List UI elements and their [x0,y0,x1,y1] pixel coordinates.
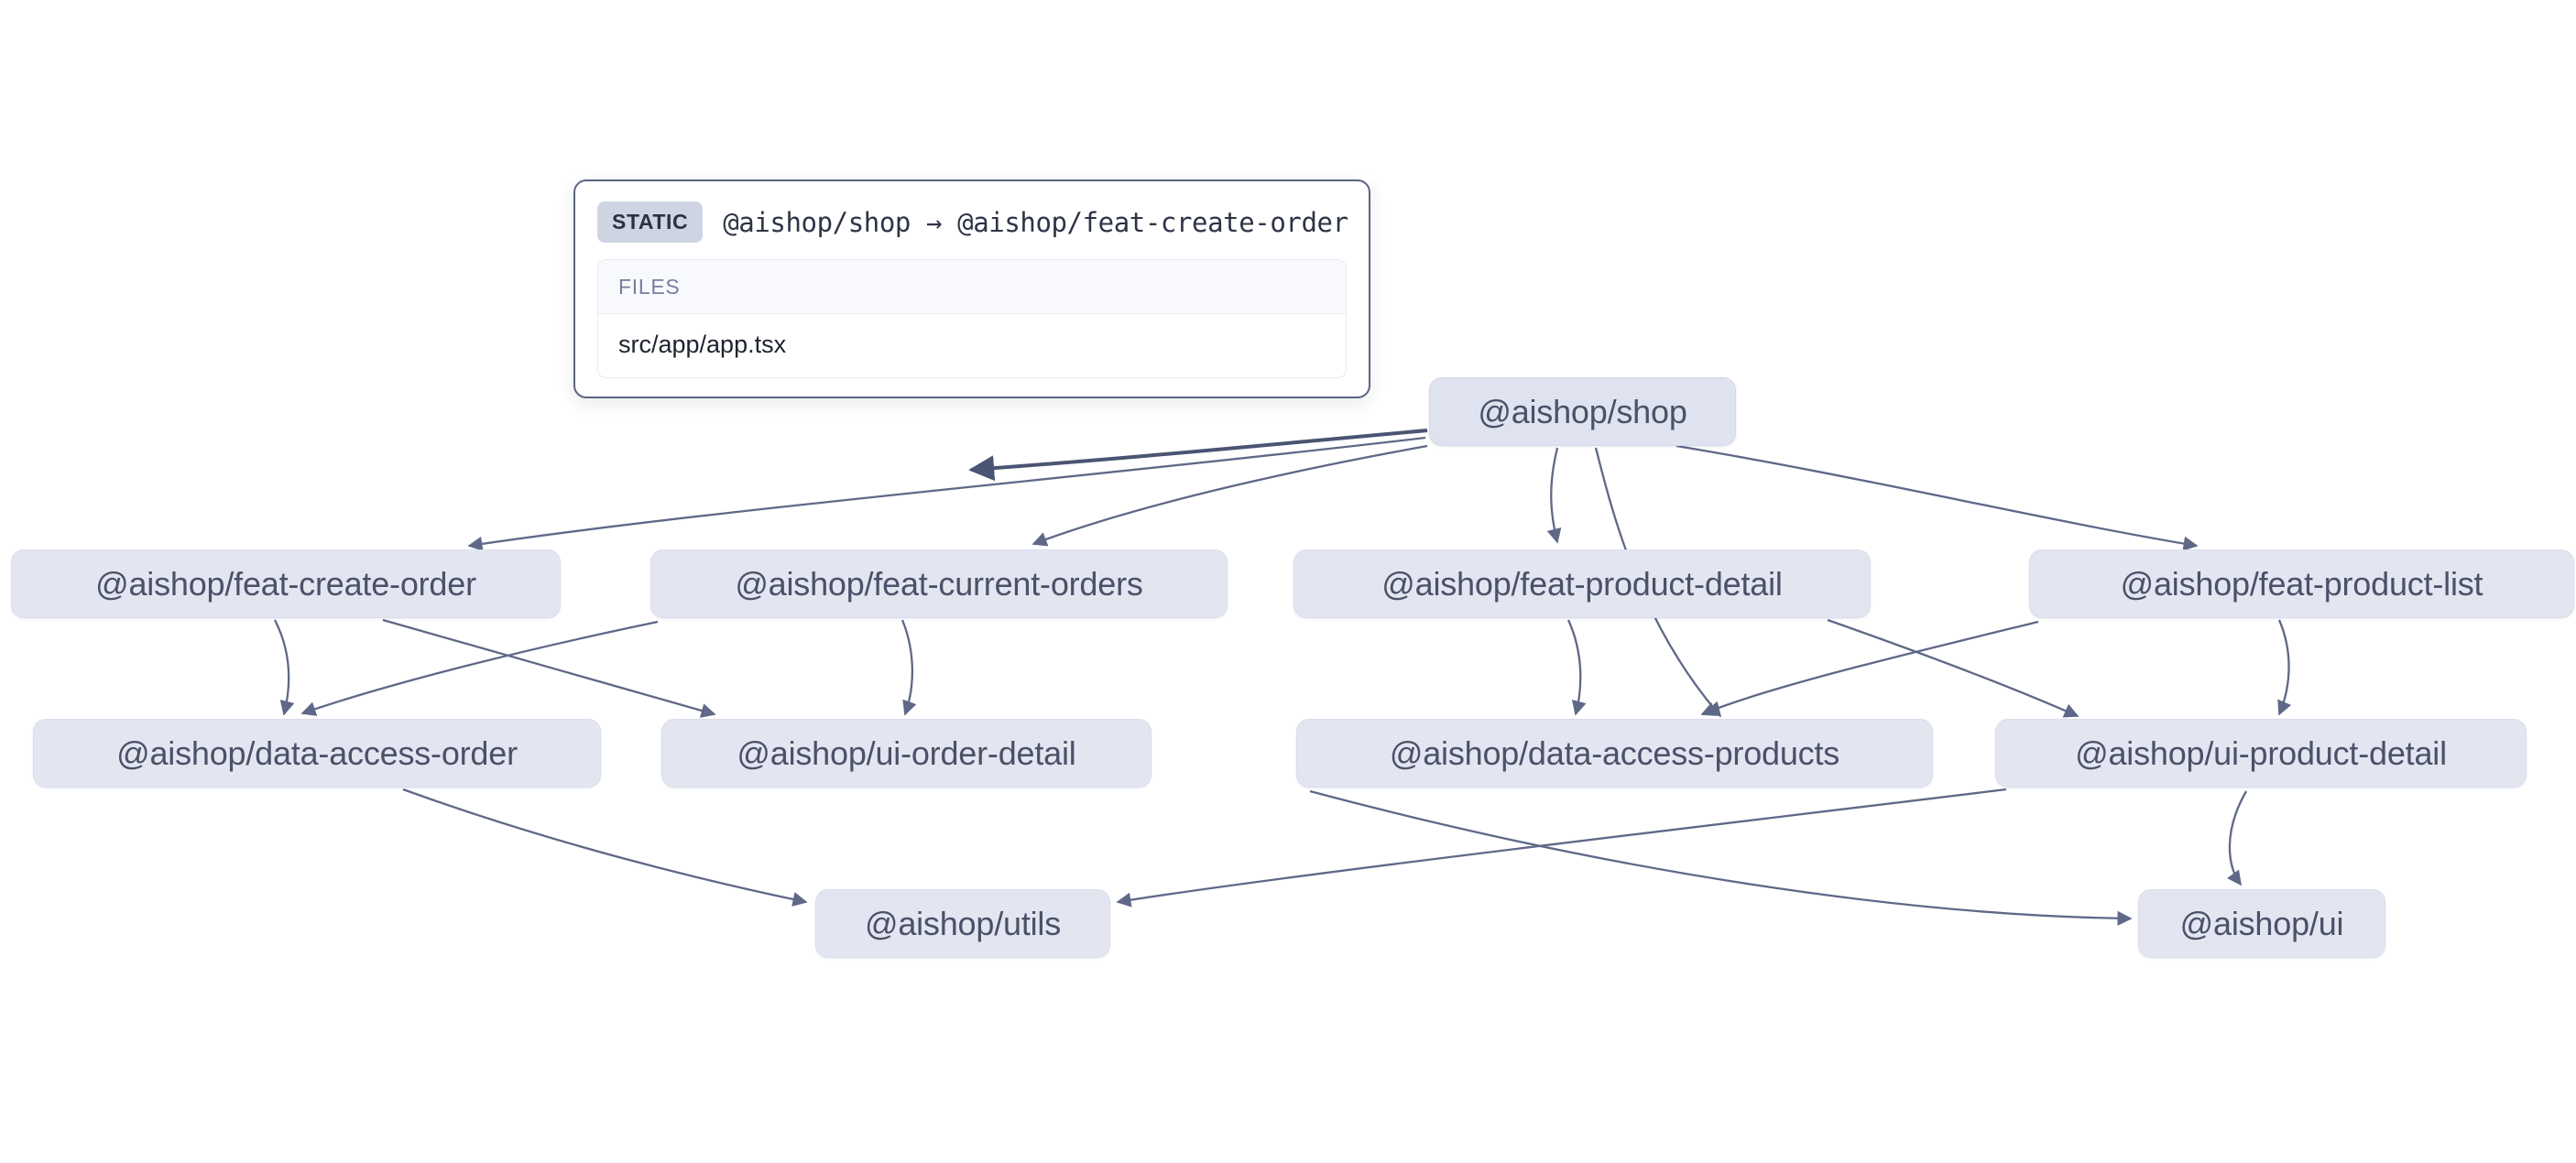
edge-data-access-products-to-ui [1309,789,2133,926]
graph-node-label: @aishop/ui-order-detail [737,734,1076,772]
graph-node-utils[interactable]: @aishop/utils [815,889,1110,958]
edge-shop-to-feat-product-list [1675,444,2199,551]
graph-node-ui-order-detail[interactable]: @aishop/ui-order-detail [661,719,1152,788]
graph-node-label: @aishop/feat-product-detail [1381,564,1783,603]
edge-shop-to-feat-product-detail [1546,447,1562,544]
graph-node-label: @aishop/ui-product-detail [2075,734,2447,772]
edge-shop-to-feat-create-order-tail [467,436,1426,551]
tooltip-header: STATIC @aishop/shop → @aishop/feat-creat… [597,201,1348,259]
tooltip-title: @aishop/shop → @aishop/feat-create-order [723,206,1348,238]
edge-feat-create-order-to-ui-order-detail [382,618,716,718]
graph-node-label: @aishop/feat-create-order [95,564,476,603]
edge-ui-product-detail-to-ui [2226,790,2247,886]
files-panel: FILES src/app/app.tsx [597,259,1347,378]
files-header-label: FILES [598,260,1346,314]
graph-node-feat-create-order[interactable]: @aishop/feat-create-order [11,549,561,618]
graph-node-label: @aishop/feat-product-list [2120,564,2483,603]
graph-node-feat-current-orders[interactable]: @aishop/feat-current-orders [650,549,1228,618]
graph-node-ui-product-detail[interactable]: @aishop/ui-product-detail [1995,719,2527,788]
edge-detail-tooltip[interactable]: STATIC @aishop/shop → @aishop/feat-creat… [573,179,1370,398]
edge-shop-to-feat-create-order [968,429,1428,482]
graph-node-label: @aishop/utils [864,904,1062,942]
graph-node-shop[interactable]: @aishop/shop [1429,377,1736,446]
edge-feat-product-list-to-ui-product-detail [2277,619,2292,716]
graph-node-label: @aishop/data-access-products [1389,734,1840,772]
edge-feat-create-order-to-data-access-order [273,619,295,716]
edge-feat-product-list-to-data-access-products [1700,620,2039,716]
graph-node-ui[interactable]: @aishop/ui [2138,889,2385,958]
edge-feat-product-detail-to-ui-product-detail [1827,618,2079,718]
static-badge: STATIC [597,201,704,243]
graph-node-data-access-products[interactable]: @aishop/data-access-products [1296,719,1933,788]
graph-node-label: @aishop/data-access-order [116,734,518,772]
graph-node-label: @aishop/feat-current-orders [735,564,1143,603]
graph-node-feat-product-list[interactable]: @aishop/feat-product-list [2029,549,2574,618]
edge-feat-current-orders-to-data-access-order [300,620,659,716]
graph-node-label: @aishop/ui [2179,904,2344,942]
edge-feat-product-detail-to-data-access-products [1566,619,1587,716]
edge-data-access-order-to-utils [402,788,808,907]
graph-node-feat-product-detail[interactable]: @aishop/feat-product-detail [1293,549,1871,618]
edge-shop-to-feat-current-orders [1031,444,1428,547]
file-row[interactable]: src/app/app.tsx [598,314,1346,377]
graph-node-data-access-order[interactable]: @aishop/data-access-order [33,719,601,788]
graph-node-label: @aishop/shop [1478,392,1687,430]
edge-feat-current-orders-to-ui-order-detail [901,619,917,716]
files-list: src/app/app.tsx [598,314,1346,377]
edge-ui-product-detail-to-utils [1116,788,2007,908]
